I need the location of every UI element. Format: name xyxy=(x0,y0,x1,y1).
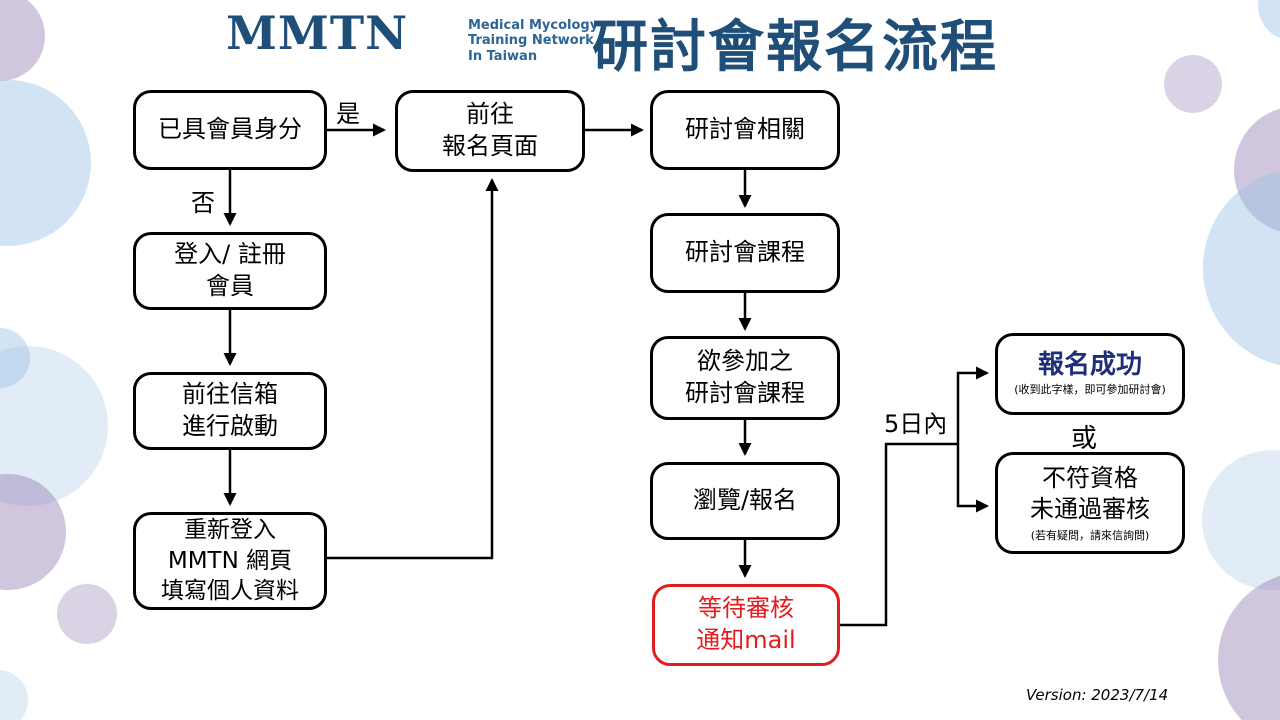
mmtn-logo-subtitle: Medical Mycology Training Network In Tai… xyxy=(468,18,598,64)
node-desired-courses: 欲參加之 研討會課程 xyxy=(650,336,840,420)
node-label: 報名成功 xyxy=(1037,350,1142,381)
node-seminar-courses: 研討會課程 xyxy=(650,213,840,293)
node-label: 前往信箱 xyxy=(182,380,278,409)
logo-subtitle-line: Training Network xyxy=(468,33,594,49)
node-seminar-related: 研討會相關 xyxy=(650,90,840,170)
edge-label-yes: 是 xyxy=(336,100,360,128)
node-label: MMTN 網頁 xyxy=(167,547,293,574)
edge-label-no: 否 xyxy=(191,189,215,217)
version-text: Version: 2023/7/14 xyxy=(1026,686,1169,704)
node-label: 不符資格 xyxy=(1042,463,1138,492)
node-label: 研討會課程 xyxy=(685,238,805,267)
node-label: 研討會課程 xyxy=(685,379,805,407)
node-has-membership: 已具會員身分 xyxy=(133,90,327,170)
node-note: (若有疑問，請來信詢問) xyxy=(1030,529,1150,543)
node-note: (收到此字樣，即可參加研討會) xyxy=(1014,382,1166,396)
node-registration-success: 報名成功 (收到此字樣，即可參加研討會) xyxy=(995,333,1185,415)
node-not-qualified: 不符資格 未通過審核 (若有疑問，請來信詢問) xyxy=(995,452,1185,554)
node-label: 已具會員身分 xyxy=(158,115,302,144)
decor-circle xyxy=(1164,55,1222,113)
decor-circle xyxy=(57,584,117,644)
node-relogin-fill-profile: 重新登入 MMTN 網頁 填寫個人資料 xyxy=(133,512,327,610)
node-wait-review-mail: 等待審核 通知mail xyxy=(652,584,840,666)
node-label: 會員 xyxy=(206,272,254,300)
node-label: 進行啟動 xyxy=(182,412,278,440)
node-go-registration-page: 前往 報名頁面 xyxy=(395,90,585,172)
node-label: 登入/ 註冊 xyxy=(174,240,286,269)
node-label: 報名頁面 xyxy=(442,132,538,160)
node-label: 研討會相關 xyxy=(685,115,805,144)
node-browse-register: 瀏覽/報名 xyxy=(650,462,840,540)
node-activate-mailbox: 前往信箱 進行啟動 xyxy=(133,372,327,450)
mmtn-logo: MMTN xyxy=(226,6,409,60)
node-label: 未通過審核 xyxy=(1030,495,1150,524)
node-label: 等待審核 xyxy=(698,594,794,623)
node-label: 瀏覽/報名 xyxy=(692,486,798,515)
node-label: 欲參加之 xyxy=(697,347,793,376)
logo-subtitle-line: Medical Mycology xyxy=(468,18,599,33)
node-label: 前往 xyxy=(466,100,514,129)
edge-label-or: 或 xyxy=(1071,424,1098,454)
edge-label-within-5-days: 5日內 xyxy=(884,410,948,438)
logo-subtitle-line: In Taiwan xyxy=(468,48,538,64)
node-label: 填寫個人資料 xyxy=(161,578,299,605)
page-title: 研討會報名流程 xyxy=(592,15,998,80)
node-login-register: 登入/ 註冊 會員 xyxy=(133,232,327,310)
node-label: 通知mail xyxy=(696,626,796,654)
node-label: 重新登入 xyxy=(184,517,276,544)
